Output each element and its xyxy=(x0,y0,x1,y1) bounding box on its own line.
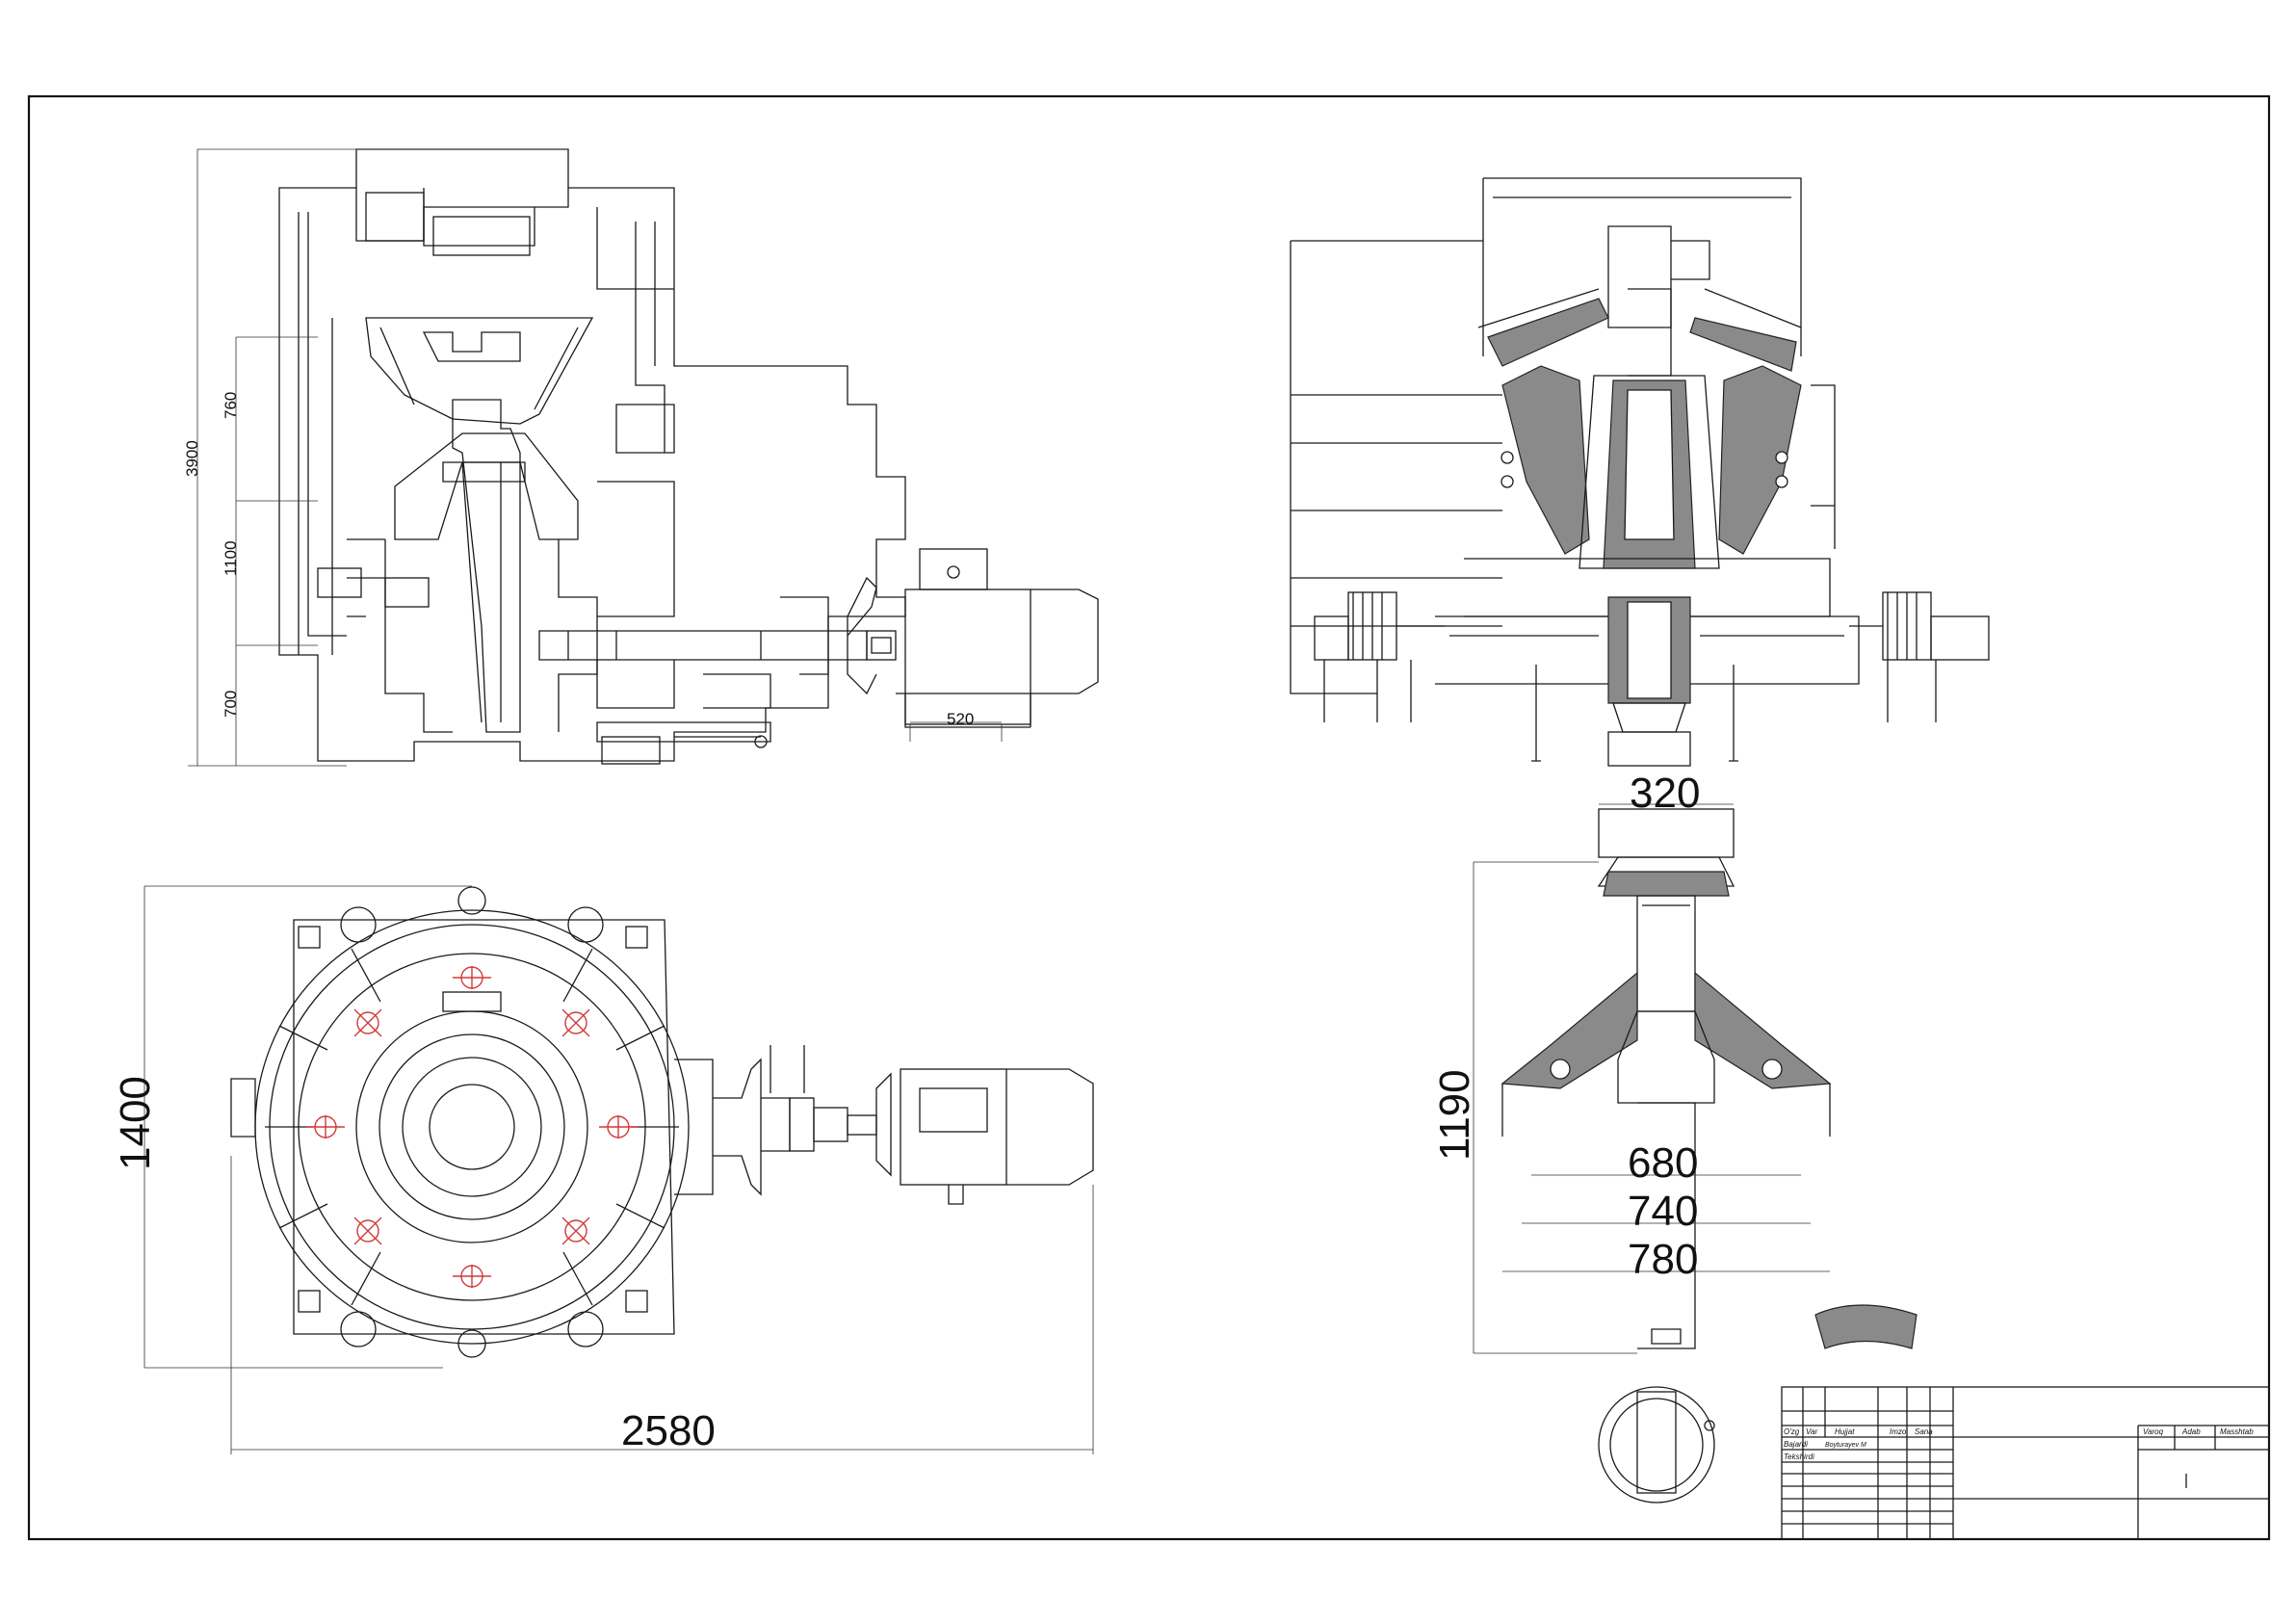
section-view xyxy=(1290,177,1990,767)
dimension-group-cone: 320 1190 680 740 780 xyxy=(1431,770,1830,1354)
tb-bajardi-name: Boyturayev M xyxy=(1825,1442,1866,1449)
tb-varoq: Varoq xyxy=(2143,1427,2164,1436)
tb-bajardi: Bajardi xyxy=(1784,1440,1808,1449)
dim-seg-mid: 1100 xyxy=(222,540,240,576)
dim-cone-d1: 680 xyxy=(1628,1139,1698,1187)
plan-view: 1400 2580 xyxy=(112,885,1094,1454)
dim-cone-height: 1190 xyxy=(1431,1069,1478,1161)
tb-imzo: Imzo xyxy=(1890,1427,1907,1436)
dim-seg-bottom: 700 xyxy=(222,691,240,718)
dim-cone-d2: 740 xyxy=(1628,1188,1698,1235)
tb-var: Var xyxy=(1806,1427,1817,1436)
tb-tekshirdi: Tekshirdi xyxy=(1784,1452,1814,1461)
tb-hujjat: Hujjat xyxy=(1835,1427,1855,1436)
dim-seg-top: 760 xyxy=(222,392,240,419)
liner-segment-detail xyxy=(1814,1304,1918,1349)
dim-cone-d3: 780 xyxy=(1628,1236,1698,1283)
dimension-group-side: 3900 760 1100 700 520 xyxy=(183,148,1003,767)
tb-izm: O'zg xyxy=(1784,1427,1800,1436)
tb-masshtab: Masshtab xyxy=(2220,1427,2254,1436)
dim-shaft-top: 320 xyxy=(1630,770,1700,817)
cone-detail-view: 320 1190 680 740 780 xyxy=(1431,770,1832,1354)
dim-motor-base: 520 xyxy=(947,710,974,728)
dim-plan-height: 1400 xyxy=(112,1076,159,1170)
tb-sana: Sana xyxy=(1915,1427,1933,1436)
title-block: O'zg Var Hujjat Imzo Sana Bajardi Boytur… xyxy=(1781,1386,2270,1540)
bolt-markers xyxy=(306,966,638,1288)
dim-plan-width: 2580 xyxy=(621,1407,716,1454)
tb-adab: Adab xyxy=(2181,1427,2201,1436)
side-elevation-view: 3900 760 1100 700 520 xyxy=(183,148,1099,767)
dimension-group-plan: 1400 2580 xyxy=(112,885,1094,1454)
bearing-section-detail xyxy=(1598,1386,1715,1504)
sheet-frame xyxy=(27,94,2271,1541)
dim-total-height: 3900 xyxy=(183,440,201,477)
